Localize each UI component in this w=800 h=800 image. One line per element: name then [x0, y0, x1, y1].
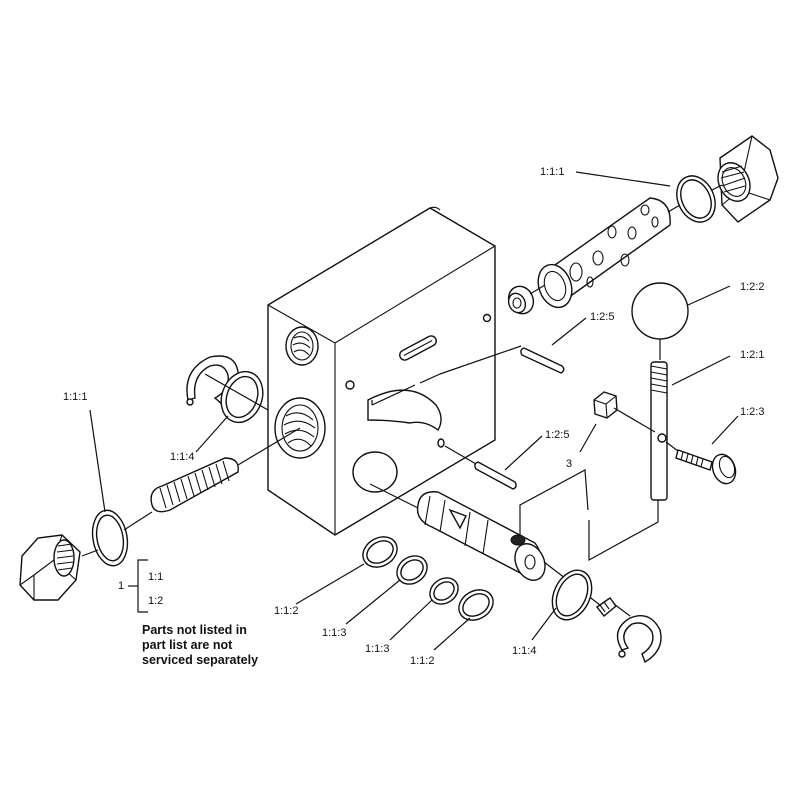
seal-ring-top: [676, 175, 716, 223]
callout-top-ring: 1:1:1: [540, 166, 564, 178]
screw: [675, 449, 737, 485]
snap-ring-right: [616, 615, 662, 664]
callout-ball: 1:2:2: [740, 281, 764, 293]
hex-plug-left: [19, 534, 81, 601]
callout-seal-1: 1:1:2: [274, 605, 298, 617]
note-line-2: part list are not: [142, 638, 233, 652]
callout-snap-ring-left: 1:1:4: [170, 451, 194, 463]
service-note: Parts not listed in part list are not se…: [142, 623, 258, 667]
callout-stem: 1:2:1: [740, 349, 764, 361]
callout-left-ring: 1:1:1: [63, 391, 87, 403]
hex-plug-top: [717, 135, 779, 223]
spool-sleeve: [537, 197, 671, 309]
callout-pin-upper: 1:2:5: [590, 311, 614, 323]
legend-item-1: 1:1: [148, 571, 163, 583]
callout-seal-4: 1:1:2: [410, 655, 434, 667]
pin-upper: [520, 347, 565, 374]
seal-ring-bottom-3: [429, 577, 459, 605]
callout-screw: 1:2:3: [740, 406, 764, 418]
callout-pin-lower: 1:2:5: [545, 429, 569, 441]
seal-ring-left-small: [91, 509, 129, 567]
legend-group-number: 1: [118, 580, 124, 592]
legend-item-2: 1:2: [148, 595, 163, 607]
seal-ring-bottom-1: [362, 536, 398, 568]
callout-seal-3: 1:1:3: [365, 643, 389, 655]
group-legend: 1 1:1 1:2: [118, 559, 163, 613]
note-line-3: serviced separately: [142, 653, 258, 667]
note-line-1: Parts not listed in: [142, 623, 247, 637]
callout-seal-2: 1:1:3: [322, 627, 346, 639]
small-fitting-right: [595, 597, 617, 618]
spring: [150, 457, 239, 513]
sleeve-fitting: [507, 285, 535, 315]
seal-ring-bottom-4: [458, 589, 494, 621]
ball: [631, 282, 689, 340]
snap-ring-right-large: [551, 569, 593, 621]
spool: [416, 491, 546, 581]
valve-body: [267, 206, 496, 536]
nut: [593, 391, 618, 419]
seal-ring-bottom-2: [396, 555, 428, 585]
seal-ring-left: [220, 370, 264, 424]
stem: [650, 361, 668, 501]
callout-snap-ring-right: 1:1:4: [512, 645, 536, 657]
callout-nut: 3: [566, 458, 572, 470]
